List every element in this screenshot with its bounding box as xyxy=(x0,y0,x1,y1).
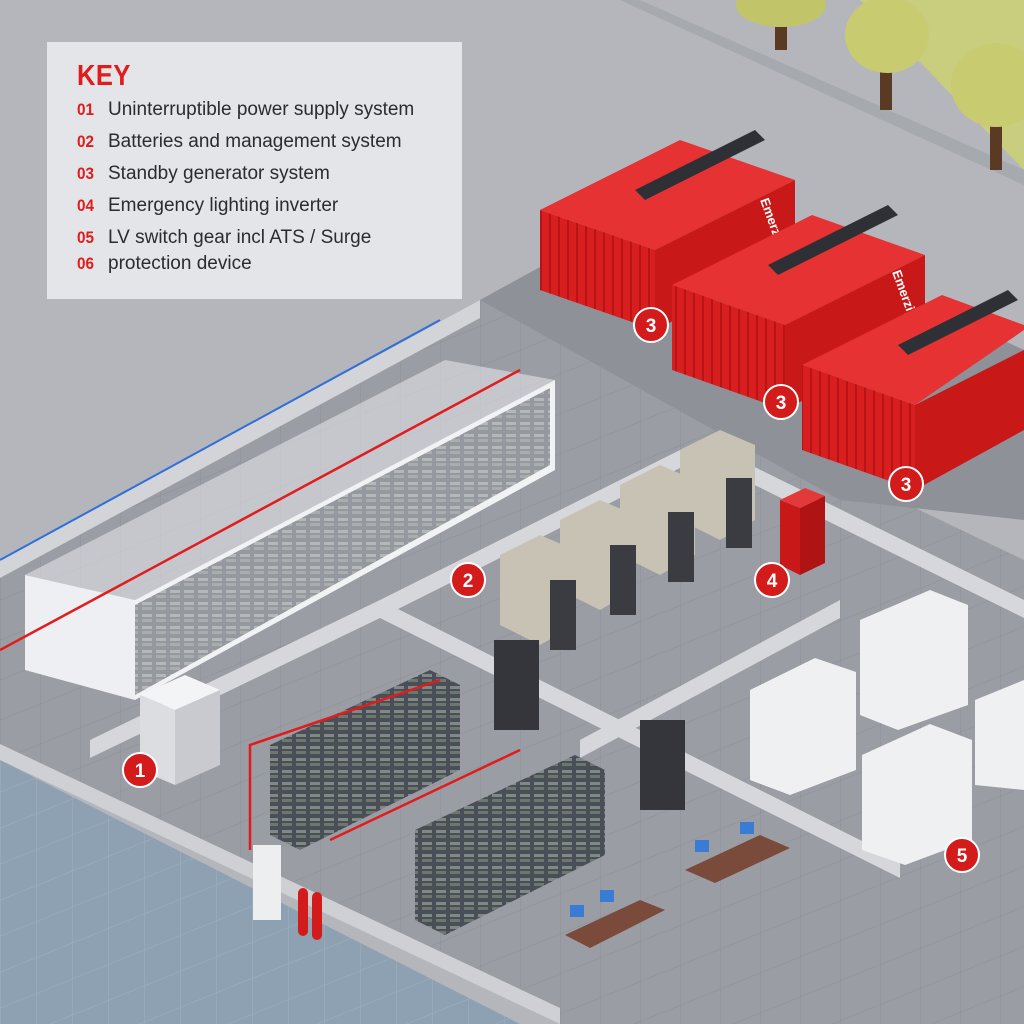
key-item: 06 protection device xyxy=(77,253,462,279)
marker-1[interactable]: 1 xyxy=(123,753,157,787)
emergency-lighting-inverter xyxy=(780,488,825,575)
key-item: 03 Standby generator system xyxy=(77,163,462,195)
key-item-number: 05 xyxy=(77,228,105,248)
key-item-label: LV switch gear incl ATS / Surge xyxy=(108,227,371,249)
key-title: KEY xyxy=(77,60,416,93)
key-item-number: 01 xyxy=(77,100,105,120)
marker-label: 5 xyxy=(957,846,968,867)
key-item: 05 LV switch gear incl ATS / Surge xyxy=(77,227,462,253)
key-item: 01 Uninterruptible power supply system xyxy=(77,99,462,131)
key-item-label: Uninterruptible power supply system xyxy=(108,99,414,121)
key-item-label: Batteries and management system xyxy=(108,131,402,153)
key-item-number: 04 xyxy=(77,196,105,216)
key-item-number: 02 xyxy=(77,132,105,152)
key-item-label: protection device xyxy=(108,253,252,275)
key-item-label: Emergency lighting inverter xyxy=(108,195,338,217)
marker-label: 1 xyxy=(135,761,146,782)
marker-label: 2 xyxy=(463,571,474,592)
key-item-number: 03 xyxy=(77,164,105,184)
key-item: 04 Emergency lighting inverter xyxy=(77,195,462,227)
marker-label: 3 xyxy=(901,475,912,496)
marker-2[interactable]: 2 xyxy=(451,563,485,597)
marker-5[interactable]: 5 xyxy=(945,838,979,872)
marker-3a[interactable]: 3 xyxy=(634,308,668,342)
marker-label: 4 xyxy=(767,571,778,592)
marker-3b[interactable]: 3 xyxy=(764,385,798,419)
switch-cabinet xyxy=(640,720,685,810)
marker-3c[interactable]: 3 xyxy=(889,467,923,501)
key-legend: KEY 01 Uninterruptible power supply syst… xyxy=(47,42,462,299)
marker-label: 3 xyxy=(646,316,657,337)
marker-4[interactable]: 4 xyxy=(755,563,789,597)
key-item: 02 Batteries and management system xyxy=(77,131,462,163)
marker-label: 3 xyxy=(776,393,787,414)
switch-cabinet xyxy=(494,640,539,730)
key-item-label: Standby generator system xyxy=(108,163,330,185)
key-item-number: 06 xyxy=(77,254,105,274)
